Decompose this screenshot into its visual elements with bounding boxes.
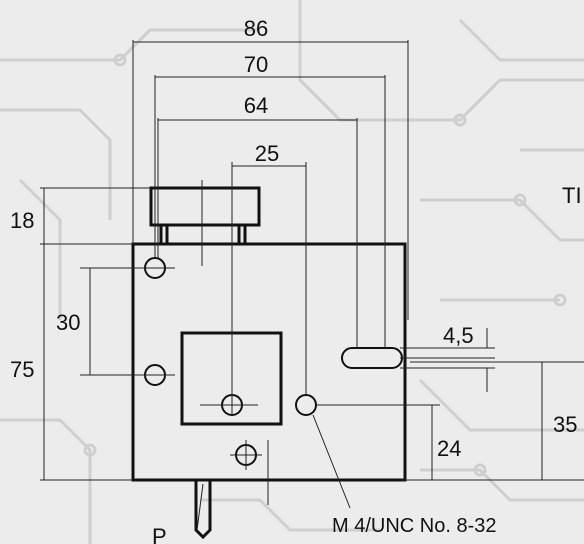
thread-note: M 4/UNC No. 8-32 [332,515,497,537]
extension-lines [40,40,584,481]
dim-25: 25 [255,141,279,166]
dim-64: 64 [244,93,268,118]
clipped-label: TI [562,183,582,208]
shaft [194,480,212,540]
mounting-holes [144,257,317,466]
slot [341,347,403,369]
dim-86: 86 [244,16,268,41]
housing-body [131,242,407,482]
dimension-lines [43,41,543,480]
thread-leader [312,414,351,509]
top-knob [149,186,261,227]
shaft-label: P [152,524,167,544]
dim-75: 75 [10,357,34,382]
dim-4-5: 4,5 [443,323,474,348]
dim-35: 35 [553,412,577,437]
dim-70: 70 [244,52,268,77]
dim-18: 18 [10,208,34,233]
dim-24: 24 [437,436,461,461]
dim-30: 30 [56,310,80,335]
